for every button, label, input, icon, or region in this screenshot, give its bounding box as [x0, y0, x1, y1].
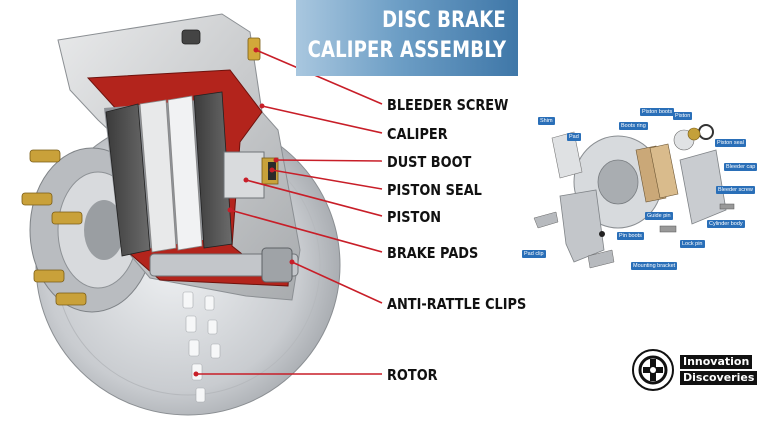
- callout-brake-pads: BRAKE PADS: [387, 244, 479, 262]
- tag-bleeder-cap: Bleeder cap: [724, 163, 758, 171]
- title-line-2: CALIPER ASSEMBLY: [307, 38, 506, 63]
- dot-brake-pads: [227, 207, 233, 213]
- guide-pin: [149, 247, 299, 283]
- brake-pads: [105, 91, 233, 257]
- tag-piston-boots: Piston boots: [640, 108, 675, 116]
- tag-pad-clip: Pad clip: [522, 250, 546, 258]
- tag-piston-seal: Piston seal: [715, 139, 746, 147]
- tag-pad: Pad: [567, 133, 581, 141]
- callout-anti-rattle-clips: ANTI-RATTLE CLIPS: [387, 295, 527, 313]
- innovation-discoveries-logo: Innovation Discoveries: [632, 349, 764, 393]
- tag-mounting-bracket: Mounting bracket: [631, 262, 678, 270]
- title-banner: DISC BRAKE CALIPER ASSEMBLY: [296, 0, 518, 76]
- logo-text-line-2: Discoveries: [680, 371, 758, 385]
- tag-guide-pin: Guide pin: [645, 212, 673, 220]
- title-line-1: DISC BRAKE: [382, 8, 506, 33]
- exploded-view-drawing: [533, 124, 735, 269]
- tag-pin-boots: Pin boots: [617, 232, 644, 240]
- leader-lines: [196, 49, 383, 375]
- callout-piston-seal: PISTON SEAL: [387, 181, 482, 199]
- callout-caliper: CALIPER: [387, 125, 448, 143]
- callout-rotor: ROTOR: [387, 366, 438, 384]
- tag-shim: Shim: [538, 117, 555, 125]
- wheel-studs: [21, 149, 87, 306]
- tag-piston: Piston: [673, 112, 693, 120]
- dot-caliper: [259, 103, 265, 109]
- dot-rotor: [193, 371, 199, 377]
- logo-emblem: [632, 349, 674, 391]
- tag-lock-pin: Lock pin: [680, 240, 705, 248]
- dot-dust-boot: [273, 157, 279, 163]
- tag-boots-ring: Boots ring: [619, 122, 648, 130]
- dot-bleeder: [253, 47, 259, 53]
- logo-text-line-1: Innovation: [680, 355, 753, 369]
- callout-dust-boot: DUST BOOT: [387, 153, 472, 171]
- callout-piston: PISTON: [387, 208, 442, 226]
- dot-piston-seal: [269, 167, 275, 173]
- callout-bleeder-screw: BLEEDER SCREW: [387, 96, 509, 114]
- tag-bleeder-screw: Bleeder screw: [716, 186, 755, 194]
- dot-piston: [243, 177, 249, 183]
- dot-anti-rattle: [289, 259, 295, 265]
- tag-cylinder-body: Cylinder body: [707, 220, 745, 228]
